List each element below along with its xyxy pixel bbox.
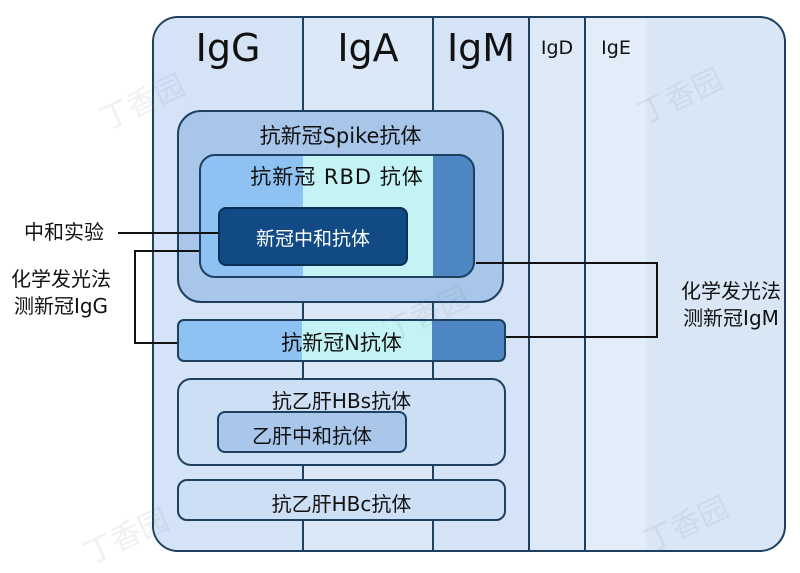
header-ige: IgE bbox=[601, 37, 631, 59]
igg-bracket-vertical bbox=[134, 250, 136, 344]
igg-bracket-top bbox=[134, 250, 199, 252]
cl-igm-label-line1: 化学发光法 bbox=[681, 279, 781, 303]
ige-column-bg bbox=[586, 18, 646, 550]
cl-igm-label-line2: 测新冠IgM bbox=[683, 306, 779, 330]
igm-bracket-vertical bbox=[656, 262, 658, 338]
cl-igg-label-line1: 化学发光法 bbox=[11, 267, 111, 291]
cl-igg-label-line2: 测新冠IgG bbox=[13, 294, 109, 318]
header-igm: IgM bbox=[446, 26, 516, 70]
watermark-logo: 丁香园 bbox=[78, 502, 175, 573]
neutralizing-antibody-label: 新冠中和抗体 bbox=[255, 228, 370, 250]
igm-bracket-bottom bbox=[506, 336, 658, 338]
neutralizing-antibody-box: 新冠中和抗体 bbox=[218, 207, 408, 266]
hbc-antibody-label: 抗乙肝HBc抗体 bbox=[271, 492, 412, 516]
hbs-antibody-label: 抗乙肝HBs抗体 bbox=[271, 389, 412, 413]
header-igg: IgG bbox=[195, 26, 261, 70]
igg-bracket-bottom bbox=[134, 342, 177, 344]
header-igd: IgD bbox=[540, 37, 574, 59]
neutralization-assay-label: 中和实验 bbox=[24, 220, 104, 244]
igm-bracket-top bbox=[476, 262, 658, 264]
header-iga: IgA bbox=[337, 26, 399, 70]
column-divider bbox=[528, 18, 530, 550]
hb-neutralizing-antibody-label: 乙肝中和抗体 bbox=[252, 424, 372, 448]
column-divider bbox=[584, 18, 586, 550]
rbd-antibody-label: 抗新冠 RBD 抗体 bbox=[250, 165, 424, 189]
spike-antibody-label: 抗新冠Spike抗体 bbox=[259, 124, 422, 148]
neutralization-connector bbox=[118, 232, 218, 234]
n-antibody-box: 抗新冠N抗体 bbox=[177, 319, 506, 362]
hbc-antibody-box: 抗乙肝HBc抗体 bbox=[177, 479, 506, 521]
n-antibody-label: 抗新冠N抗体 bbox=[281, 331, 402, 355]
igd-column-bg bbox=[530, 18, 584, 550]
hb-neutralizing-antibody-box: 乙肝中和抗体 bbox=[217, 411, 407, 453]
